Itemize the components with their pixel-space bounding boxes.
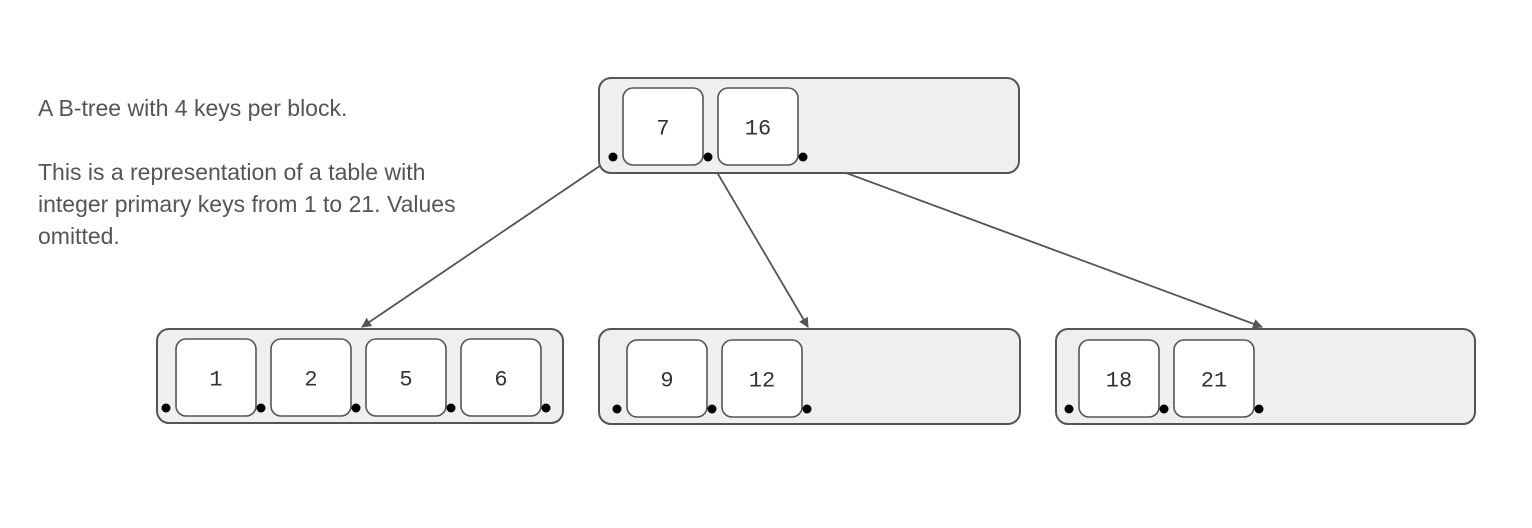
leaf-2-key-cell (626, 339, 708, 418)
leaf-2-child-pointer (802, 404, 812, 414)
root-child-pointer (703, 152, 713, 162)
root-key-label: 7 (656, 117, 669, 142)
leaf-2-child-pointer (612, 404, 622, 414)
leaf-2-key-label: 9 (660, 369, 673, 394)
leaf-1-child-pointer (161, 403, 171, 413)
leaf-3-child-pointer (1254, 404, 1264, 414)
leaf-3-key-label: 18 (1106, 369, 1132, 394)
root-child-pointer (608, 152, 618, 162)
leaf-1-key-cell (270, 338, 352, 417)
leaf-1-block: 1 2 5 6 (156, 328, 564, 424)
leaf-1-key-cell (175, 338, 257, 417)
leaf-1-key-label: 6 (494, 368, 507, 393)
root-child-pointer (798, 152, 808, 162)
child-link-arrow (361, 156, 614, 328)
root-block: 7 16 (598, 77, 1020, 174)
leaf-2-child-pointer (707, 404, 717, 414)
leaf-1-key-cell (365, 338, 447, 417)
leaf-3-key-cell (1173, 339, 1255, 418)
leaf-1-key-label: 1 (209, 368, 222, 393)
child-link-arrow (802, 156, 1263, 329)
leaf-2-key-cell (721, 339, 803, 418)
caption-title: A B-tree with 4 keys per block. (38, 95, 348, 121)
leaf-3-key-label: 21 (1201, 369, 1227, 394)
leaf-1-key-label: 5 (399, 368, 412, 393)
root-key-cell (622, 87, 704, 166)
leaf-1-key-cell (460, 338, 542, 417)
root-key-label: 16 (745, 117, 771, 142)
leaf-2-key-label: 12 (749, 369, 775, 394)
root-key-cell (717, 87, 799, 166)
caption-description: This is a representation of a table with… (38, 159, 456, 249)
leaf-2-block: 9 12 (598, 328, 1021, 425)
child-link-arrow (707, 156, 809, 328)
leaf-1-key-label: 2 (304, 368, 317, 393)
leaf-1-child-pointer (256, 403, 266, 413)
leaf-3-child-pointer (1159, 404, 1169, 414)
leaf-3-child-pointer (1064, 404, 1074, 414)
root-block-frame (598, 77, 1020, 174)
leaf-3-key-cell (1078, 339, 1160, 418)
tree-edges (361, 156, 1263, 329)
leaf-1-child-pointer (541, 403, 551, 413)
diagram-caption: A B-tree with 4 keys per block. This is … (38, 92, 468, 252)
leaf-1-child-pointer (446, 403, 456, 413)
leaf-1-child-pointer (351, 403, 361, 413)
leaf-3-block-frame (1055, 328, 1476, 425)
